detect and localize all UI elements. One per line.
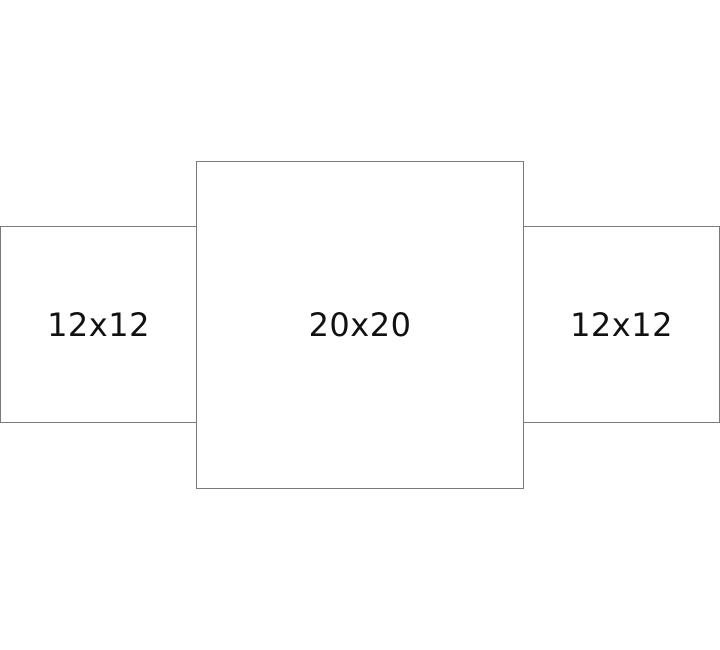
box-label-right: 12x12 [570, 305, 673, 344]
box-center: 20x20 [196, 161, 524, 489]
box-left: 12x12 [0, 226, 197, 423]
box-label-left: 12x12 [47, 305, 150, 344]
box-right: 12x12 [523, 226, 720, 423]
box-label-center: 20x20 [308, 306, 412, 344]
